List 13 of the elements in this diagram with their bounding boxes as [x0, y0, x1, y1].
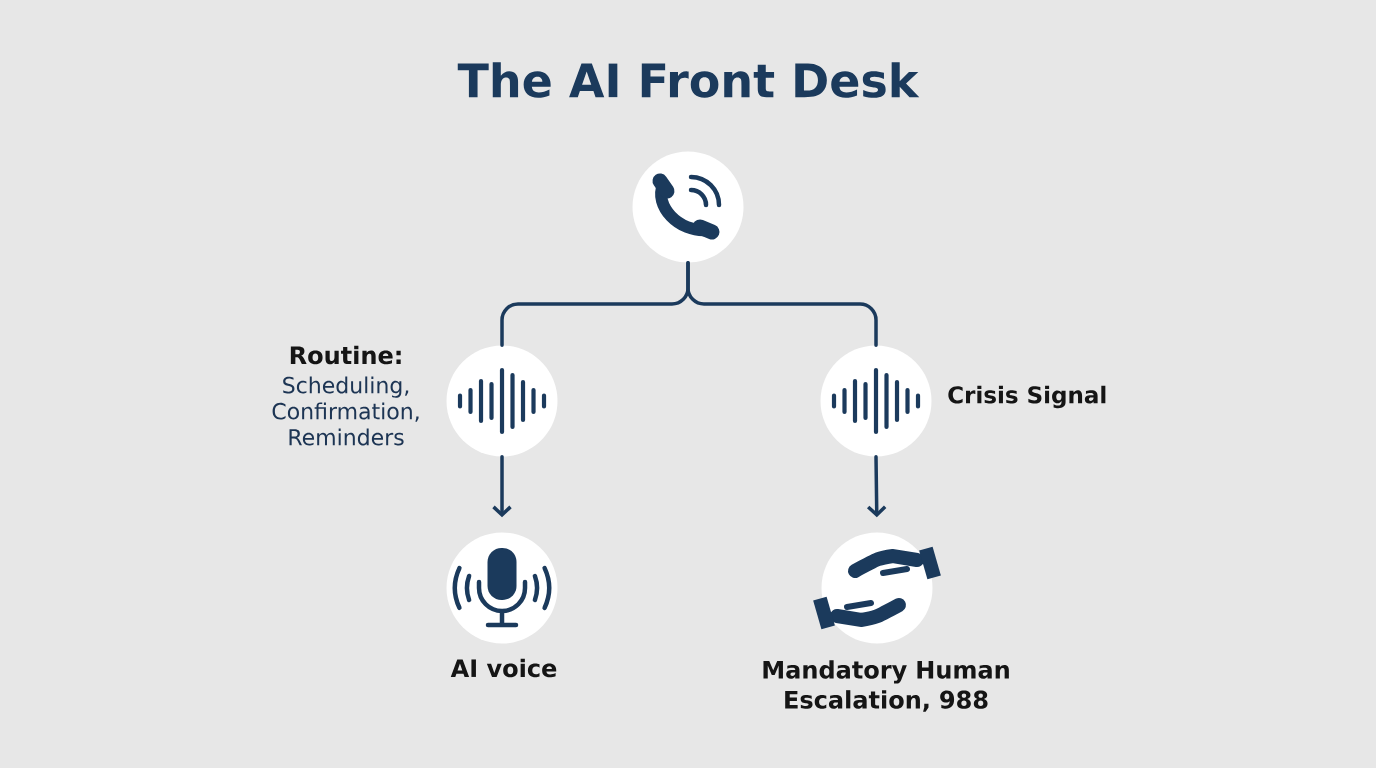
connector	[867, 454, 887, 518]
title: The AI Front Desk	[457, 62, 920, 98]
icon-circle	[446, 345, 558, 457]
node-label: Scheduling, Confirmation, Reminders	[272, 376, 419, 446]
node-label: Crisis Signal	[948, 385, 1106, 409]
icon-circle	[821, 532, 933, 644]
icon-circle	[632, 151, 744, 263]
connector	[686, 260, 878, 348]
node-label: Mandatory Human Escalation, 988	[763, 660, 1009, 712]
connector	[492, 454, 512, 518]
node-label: AI voice	[450, 658, 557, 678]
node-label: Routine:	[290, 345, 401, 365]
icon-circle	[820, 345, 932, 457]
